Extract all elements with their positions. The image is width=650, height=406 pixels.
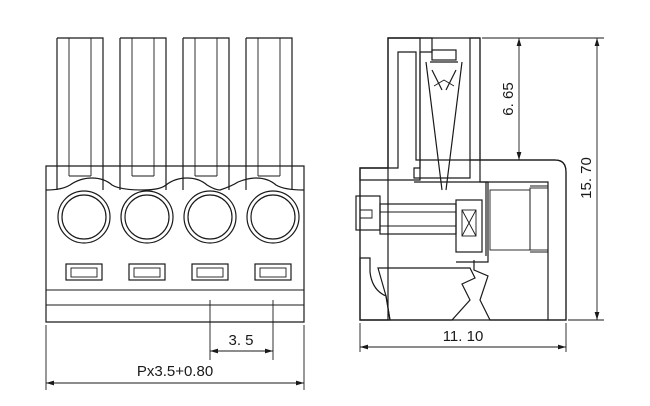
section-screw <box>355 195 483 253</box>
pitch-label: 3. 5 <box>228 332 253 349</box>
total-length-label: Px3.5+0.80 <box>137 363 213 380</box>
side-section-view <box>355 37 567 321</box>
wire-entry-dimension: 6. 65 <box>482 38 526 161</box>
wire-entry-label: 6. 65 <box>500 82 517 115</box>
front-screws <box>57 190 300 244</box>
spring-contact <box>425 49 463 191</box>
front-body <box>45 165 305 323</box>
total-length-dimension: Px3.5+0.80 <box>45 325 305 390</box>
depth-dimension: 11. 10 <box>359 323 567 352</box>
pitch-dimension: 3. 5 <box>209 300 274 360</box>
depth-label: 11. 10 <box>443 328 484 345</box>
front-fins <box>56 37 293 190</box>
height-label: 15. 70 <box>578 157 595 199</box>
height-dimension: 15. 70 <box>482 37 604 321</box>
front-view <box>45 37 305 323</box>
front-wire-openings <box>65 263 292 281</box>
